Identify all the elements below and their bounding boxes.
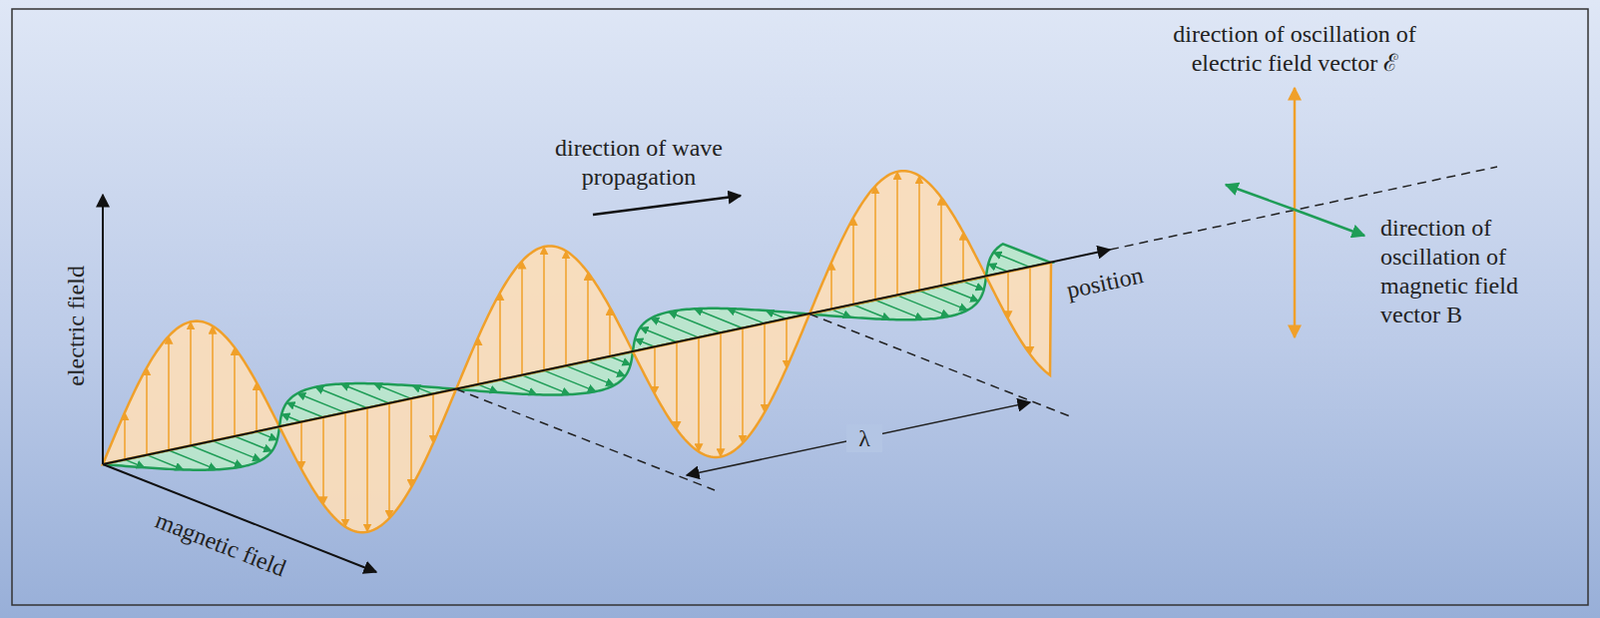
electric-axis: [101, 194, 104, 465]
electric-field-vector: [918, 175, 921, 291]
electric-field-vector: [940, 197, 943, 287]
electric-field-vector: [719, 332, 722, 457]
electric-field-vector: [211, 326, 214, 442]
electric-field-vector: [564, 250, 567, 366]
electric-field-vector: [874, 185, 877, 300]
magnetic-field-vector: [124, 459, 145, 468]
magnetic-oscillation-arrow: [1225, 184, 1295, 210]
axis-label: electric field: [61, 225, 91, 426]
electric-field-vector: [675, 342, 678, 430]
electric-field-vector: [741, 328, 744, 444]
magnetic-field-vector: [668, 311, 721, 333]
electric-field-vector: [410, 398, 413, 488]
electric-field-vector: [499, 292, 502, 380]
electric-field-vector: [896, 171, 899, 296]
axis-label: magnetic field: [122, 494, 320, 594]
magnetic-field-vector: [609, 356, 631, 365]
magnetic-field-vector: [639, 327, 677, 343]
wavelength-symbol: λ: [846, 424, 883, 454]
electric-field-vector: [697, 337, 700, 452]
axis-label: direction of wave propagation: [509, 133, 769, 192]
electric-field-vector: [233, 347, 236, 437]
frame: [11, 8, 1589, 605]
magnetic-field-vector: [727, 308, 765, 324]
electric-wave-lobe: [456, 245, 633, 389]
electric-field-vector: [388, 403, 391, 519]
wavelength-guide: [809, 314, 1070, 417]
electric-field-vector: [1007, 271, 1010, 319]
magnetic-field-vector: [146, 455, 184, 471]
electric-field-vector: [542, 246, 545, 371]
magnetic-field-vector: [500, 379, 537, 395]
magnetic-field-vector: [190, 445, 243, 467]
electric-field-vector: [608, 307, 611, 357]
electric-oscillation-arrow: [1293, 209, 1297, 338]
wavelength-guide: [456, 389, 715, 491]
magnetic-field-vector: [941, 286, 979, 302]
electric-field-vector: [852, 217, 855, 305]
magnetic-field-vector: [963, 281, 985, 290]
electric-field-vector: [830, 262, 833, 310]
electric-wave-lobe: [279, 389, 457, 533]
electric-field-vector: [432, 394, 435, 444]
magnetic-field-vector: [853, 304, 891, 320]
magnetic-field-vector: [831, 309, 852, 318]
electric-wave-lobe: [809, 170, 987, 314]
magnetic-field-vector: [374, 383, 412, 399]
electric-field-vector: [322, 417, 325, 505]
magnetic-field-vector: [634, 338, 655, 347]
propagation-arrow: [592, 195, 741, 215]
magnetic-field-vector: [897, 295, 950, 317]
electric-field-vector: [300, 422, 303, 470]
magnetic-field-vector: [256, 431, 278, 440]
electric-field-vector: [255, 382, 258, 432]
electric-field-vector: [344, 412, 347, 527]
axis-label: direction of oscillation of electric fie…: [1144, 19, 1445, 78]
electric-field-vector: [763, 323, 766, 413]
magnetic-field-vector: [478, 384, 499, 393]
position-axis: [102, 249, 1110, 465]
electric-field-vector: [785, 318, 788, 368]
axis-label: position: [1043, 255, 1166, 309]
wavelength-arrow: [686, 402, 1031, 476]
electric-wave-lobe: [102, 321, 280, 465]
electric-field-vector: [189, 321, 192, 446]
magnetic-field-vector: [543, 370, 596, 392]
electric-field-vector: [653, 346, 656, 394]
electric-oscillation-arrow: [1293, 87, 1297, 210]
electric-field-vector: [477, 337, 480, 385]
magnetic-field-vector: [315, 387, 368, 409]
magnetic-field-vector: [993, 252, 1031, 268]
electric-wave-lobe: [632, 314, 810, 458]
magnetic-field-vector: [412, 385, 434, 394]
electric-wave-lobe: [986, 262, 1052, 376]
electric-field-vector: [366, 408, 369, 533]
magnetic-field-vector: [281, 414, 302, 423]
axis-label: direction of oscillation of magnetic fie…: [1380, 213, 1571, 329]
magnetic-field-vector: [587, 361, 625, 377]
magnetic-field-vector: [286, 402, 324, 418]
electric-field-vector: [962, 232, 965, 282]
magnetic-oscillation-arrow: [1294, 209, 1365, 236]
magnetic-field-vector: [234, 436, 272, 452]
electric-field-vector: [521, 261, 524, 376]
magnetic-field-vector: [988, 263, 1009, 272]
electric-field-vector: [145, 367, 148, 455]
magnetic-field-vector: [765, 310, 787, 319]
electric-field-vector: [586, 272, 589, 362]
electric-field-vector: [1029, 267, 1032, 355]
electric-field-vector: [123, 412, 126, 460]
electric-field-vector: [167, 336, 170, 451]
